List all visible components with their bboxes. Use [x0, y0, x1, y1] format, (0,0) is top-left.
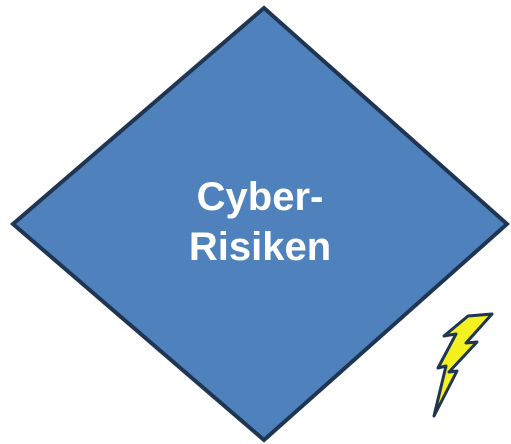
diamond-label: Cyber- Risiken — [155, 172, 365, 272]
diamond-label-line-2: Risiken — [188, 225, 332, 269]
diamond-label-line-1: Cyber- — [196, 175, 324, 219]
lightning-bolt-icon — [432, 312, 494, 418]
risk-diamond — [9, 5, 511, 443]
